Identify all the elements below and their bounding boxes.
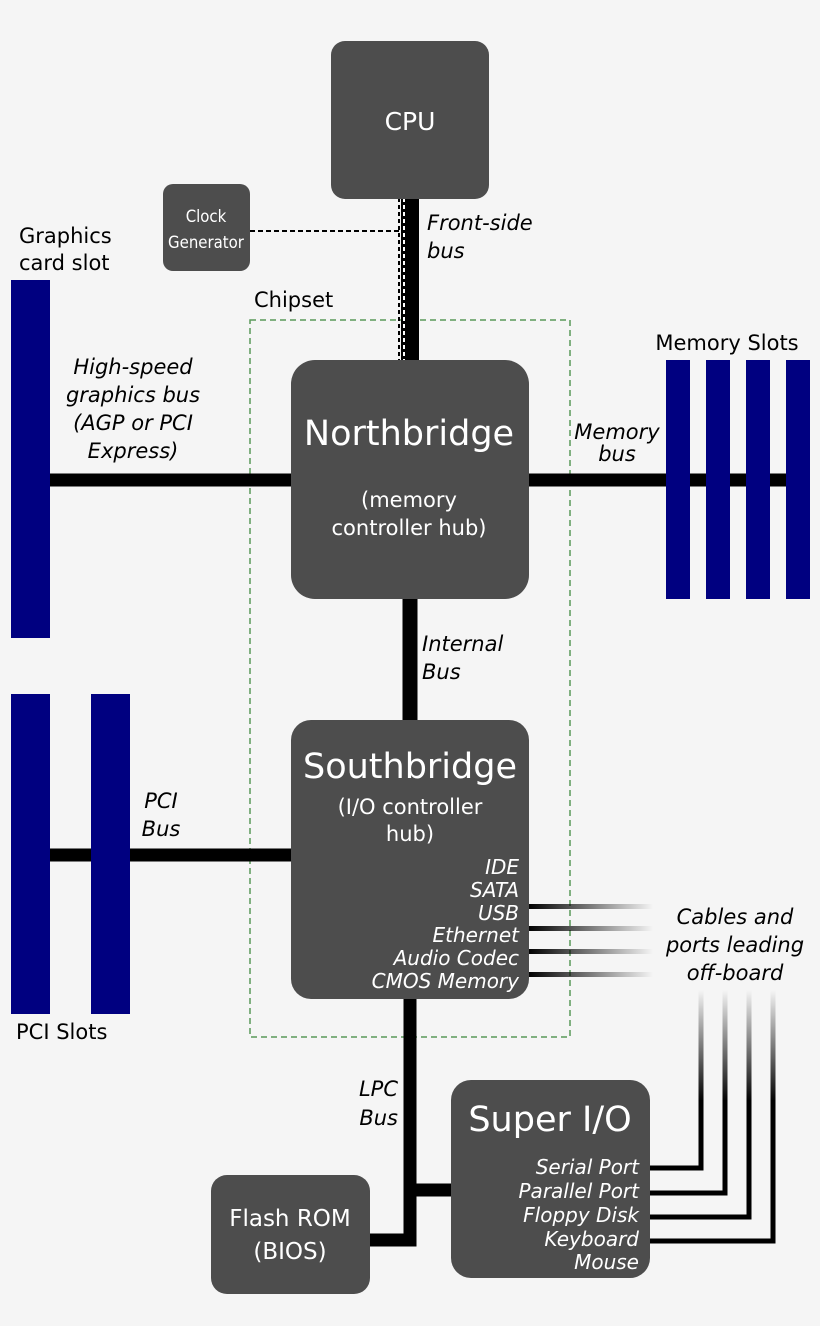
graphics-slot-label-1: Graphics — [19, 224, 112, 248]
northbridge-title: Northbridge — [304, 414, 514, 454]
pci-slots-label: PCI Slots — [16, 1020, 107, 1044]
southbridge-cables — [528, 904, 653, 977]
memory-bus-label-1: Memory — [574, 420, 660, 444]
memory-slot-4 — [786, 360, 810, 599]
super-io-port-parallel: Parallel Port — [519, 1179, 641, 1203]
cables-label-1: Cables and — [677, 905, 794, 929]
southbridge-sub1: (I/O controller — [338, 795, 483, 819]
cpu-box — [331, 41, 489, 199]
southbridge-port-ethernet: Ethernet — [432, 923, 520, 947]
internal-bus-label-1: Internal — [422, 632, 503, 656]
super-io-title: Super I/O — [468, 1100, 631, 1140]
lpc-bus-line — [370, 997, 452, 1247]
graphics-bus-label-4: Express) — [88, 439, 179, 463]
super-io-port-floppy: Floppy Disk — [523, 1203, 640, 1227]
memory-bus-label-2: bus — [598, 442, 636, 466]
flash-rom-line2: (BIOS) — [253, 1239, 326, 1265]
front-side-bus-label-2: bus — [427, 239, 465, 263]
super-io-cables-fade — [698, 990, 776, 1102]
southbridge-sub2: hub) — [386, 822, 434, 846]
pci-bus-label-2: Bus — [142, 817, 181, 841]
lpc-bus-label-2: Bus — [359, 1106, 398, 1130]
southbridge-title: Southbridge — [303, 747, 517, 787]
lpc-bus-label-1: LPC — [359, 1077, 398, 1101]
southbridge-port-cmos-memory: CMOS Memory — [372, 969, 521, 993]
memory-slot-2 — [706, 360, 730, 599]
super-io-box — [451, 1080, 650, 1278]
clock-generator-line2: Generator — [168, 232, 244, 252]
chipset-label: Chipset — [254, 288, 333, 312]
internal-bus-label-2: Bus — [422, 660, 461, 684]
graphics-slot-label-2: card slot — [19, 251, 110, 275]
graphics-bus-label-1: High-speed — [73, 355, 193, 379]
memory-slot-3 — [746, 360, 770, 599]
memory-slots-label: Memory Slots — [655, 331, 798, 355]
clock-generator-line1: Clock — [186, 206, 227, 226]
cpu-label: CPU — [385, 107, 436, 136]
graphics-bus-label-2: graphics bus — [66, 383, 200, 407]
cables-label-2: ports leading — [665, 933, 804, 957]
pci-slot-2 — [91, 694, 130, 1014]
southbridge-port-usb: USB — [478, 901, 519, 925]
super-io-cables — [640, 1100, 776, 1244]
northbridge-sub1: (memory — [361, 488, 457, 512]
super-io-port-keyboard: Keyboard — [544, 1227, 639, 1251]
graphics-bus-label-3: (AGP or PCI — [73, 411, 193, 435]
super-io-port-mouse: Mouse — [574, 1250, 639, 1274]
super-io-port-serial: Serial Port — [536, 1155, 640, 1179]
northbridge-box — [291, 360, 529, 599]
northbridge-sub2: controller hub) — [332, 516, 487, 540]
southbridge-box — [291, 720, 529, 999]
clock-generator-box — [163, 184, 250, 271]
southbridge-port-audio-codec: Audio Codec — [392, 946, 519, 970]
southbridge-port-sata: SATA — [470, 878, 519, 902]
flash-rom-line1: Flash ROM — [229, 1206, 351, 1232]
memory-slot-1 — [666, 360, 690, 599]
cables-label-3: off-board — [687, 961, 784, 985]
flash-rom-box — [211, 1175, 370, 1294]
graphics-card-slot — [11, 280, 50, 638]
pci-slot-1 — [11, 694, 50, 1014]
southbridge-port-ide: IDE — [485, 855, 519, 879]
pci-bus-label-1: PCI — [144, 789, 178, 813]
front-side-bus-label-1: Front-side — [427, 211, 533, 235]
